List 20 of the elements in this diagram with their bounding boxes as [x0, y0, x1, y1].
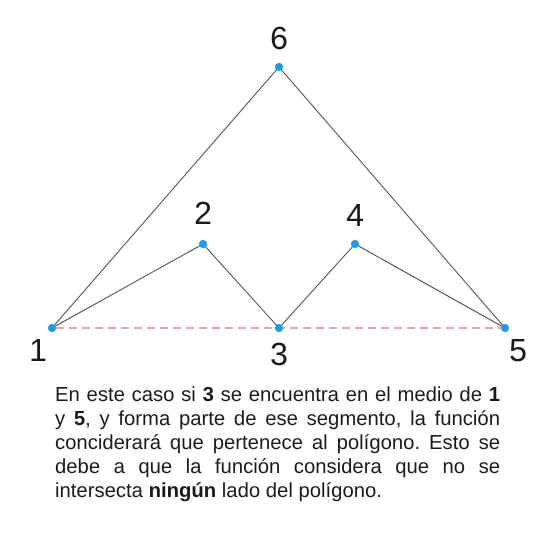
vertex-dot: [199, 240, 207, 248]
point-number: 2: [194, 197, 212, 229]
point-number: 1: [29, 334, 47, 366]
polygon-edge: [205, 246, 277, 326]
polygon-edge: [54, 70, 277, 326]
polygon-edge: [358, 246, 502, 326]
caption-text: En este caso si 3 se encuentra en el medio de 1 y 5, y forma parte de ese segmento, la función conciderará que pertenece al polígono. Esto se debe a que la función considera que no se intersecta ningún lado del polígono.: [55, 383, 500, 503]
vertex-dot: [48, 324, 56, 332]
vertex-dot: [501, 324, 509, 332]
vertex-dot: [275, 63, 283, 71]
vertex-dot: [351, 240, 359, 248]
point-number: 6: [270, 22, 288, 54]
point-number: 4: [346, 199, 364, 231]
dashed-segment: [56, 327, 501, 329]
polygon-edge: [55, 246, 200, 326]
point-number: 5: [509, 334, 527, 366]
vertex-dot: [275, 324, 283, 332]
polygon-edge: [281, 70, 503, 326]
point-number: 3: [270, 338, 288, 370]
polygon-edge: [281, 246, 353, 326]
